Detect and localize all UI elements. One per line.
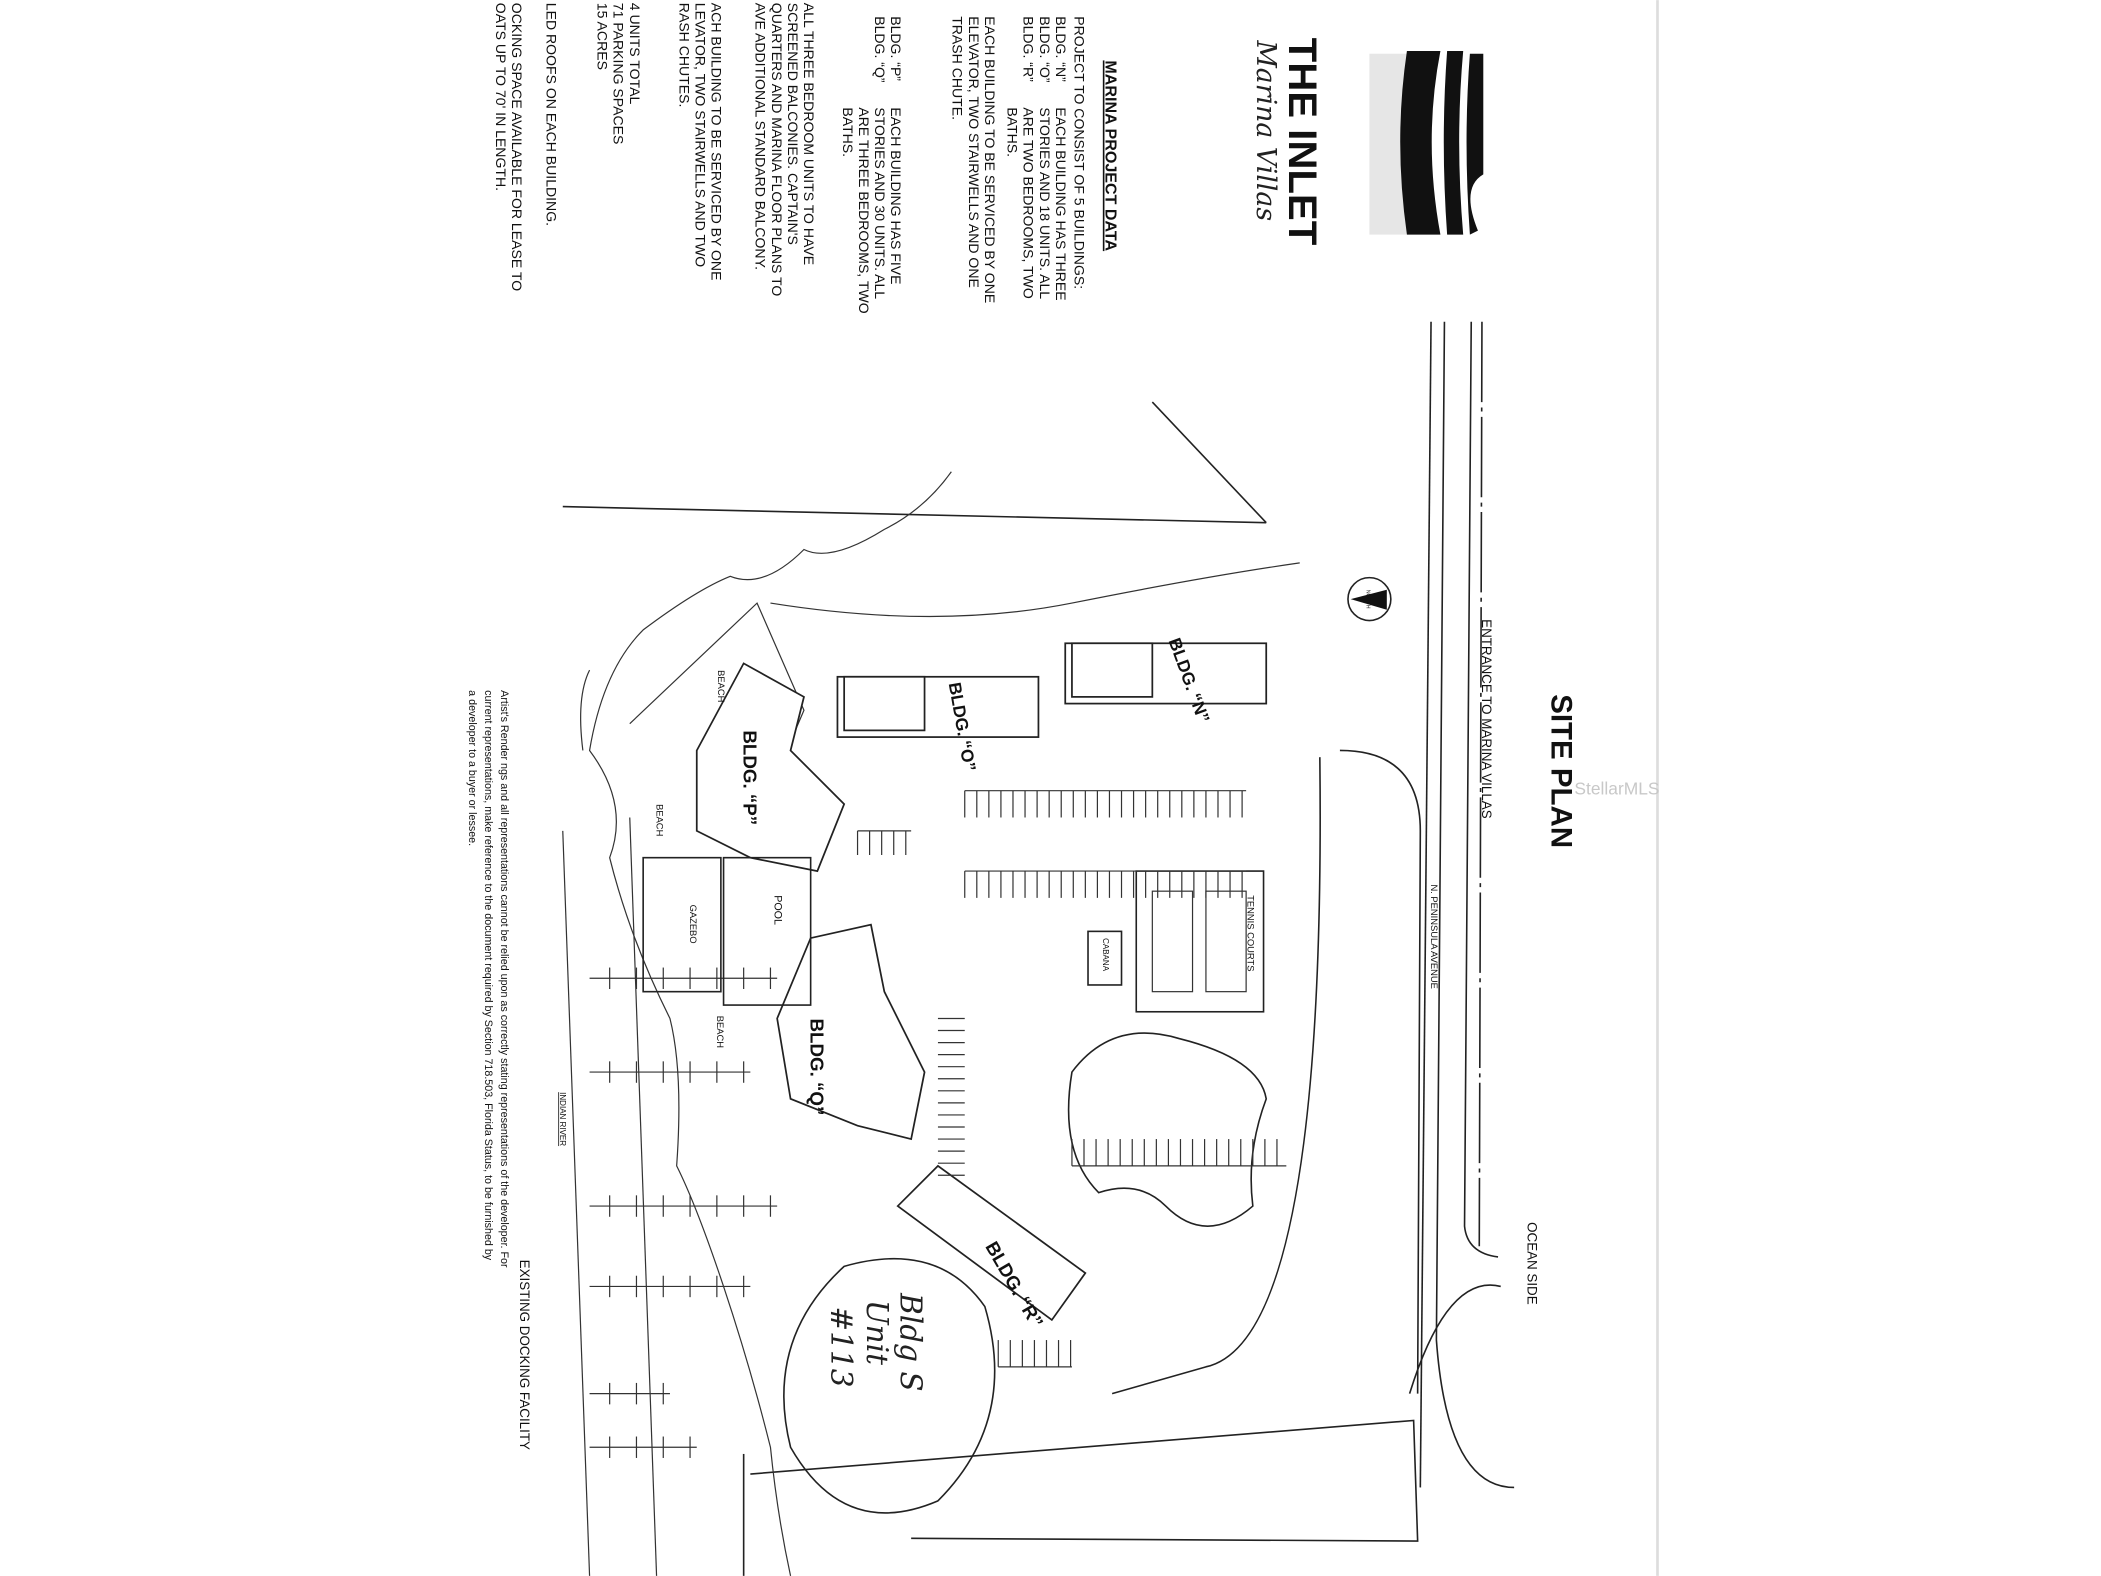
disclaimer-line: a developer to a buyer or lessee.	[466, 690, 478, 846]
bldg-label: BLDG. “N”	[1053, 16, 1069, 82]
handwritten-note: Bldg S Unit #113	[783, 1257, 996, 1514]
docking-line: OATS UP TO 70' IN LENGTH.	[493, 3, 509, 191]
service-line: TRASH CHUTE.	[950, 16, 966, 120]
project-intro: PROJECT TO CONSIST OF 5 BUILDINGS:	[1072, 16, 1088, 289]
bldg-desc: EACH BUILDING HAS FIVE	[888, 107, 904, 284]
service-line: ELEVATOR, TWO STAIRWELLS AND ONE	[966, 16, 982, 288]
building-p: BLDG. “P”	[695, 662, 846, 873]
handwritten-line: Bldg S	[893, 1292, 927, 1391]
logo-title: THE INLET	[1280, 38, 1325, 246]
project-data: MARINA PROJECT DATA PROJECT TO CONSIST O…	[493, 3, 1120, 314]
balcony-line: QUARTERS AND MARINA FLOOR PLANS TO	[769, 3, 785, 297]
building-n: BLDG. “N”	[1064, 635, 1268, 726]
dock-walkway	[629, 817, 658, 1576]
roofs-line: LED ROOFS ON EACH BUILDING.	[544, 3, 560, 226]
bldg-desc: ARE THREE BEDROOMS, TWO	[856, 107, 872, 313]
buildings: BLDG. “N” BLDG. “O” BLDG. “P” BLDG. “Q” …	[695, 635, 1268, 1331]
beach-label: BEACH	[715, 1016, 725, 1048]
service-line: EACH BUILDING TO BE SERVICED BY ONE	[982, 16, 998, 303]
dock-walkway	[562, 830, 591, 1576]
gazebo-label: GAZEBO	[688, 905, 698, 944]
bldg-label: BLDG. “P”	[888, 16, 904, 81]
bldg-label: BLDG. “R”	[1021, 16, 1037, 82]
bldg-label: BLDG. “Q”	[872, 16, 888, 83]
disclaimer: Artist's Render ngs and all representati…	[466, 690, 510, 1268]
balcony-line: SCREENED BALCONIES. CAPTAIN'S	[785, 3, 801, 245]
totals-line: 4 UNITS TOTAL	[627, 3, 643, 105]
roads	[562, 321, 1515, 1576]
disclaimer-line: current representations, make reference …	[482, 690, 494, 1261]
pool-deck	[722, 856, 812, 1006]
bldg-desc: ARE TWO BEDROOMS, TWO	[1021, 107, 1037, 299]
building-q-label: BLDG. “Q”	[807, 1018, 828, 1115]
handwritten-line: #113	[824, 1307, 858, 1388]
bldg-desc: EACH BUILDING HAS THREE	[1053, 107, 1069, 300]
balcony-line: ALL THREE BEDROOM UNITS TO HAVE	[801, 3, 817, 265]
balcony-line: AVE ADDITIONAL STANDARD BALCONY.	[753, 3, 769, 270]
docking-facility-label: EXISTING DOCKING FACILITY	[517, 1260, 532, 1450]
building-q: BLDG. “Q”	[776, 923, 926, 1141]
totals-line: 71 PARKING SPACES	[611, 3, 627, 145]
cabana-label: CABANA	[1101, 938, 1110, 972]
bldg-label: BLDG. “O”	[1037, 16, 1053, 83]
ocean-side-label: OCEAN SIDE	[1525, 1222, 1540, 1305]
service-line: RASH CHUTES.	[676, 3, 692, 108]
watermark: StellarMLS	[1574, 779, 1659, 799]
building-o: BLDG. “O”	[836, 675, 1040, 773]
bldg-desc: STORIES AND 30 UNITS. ALL	[872, 107, 888, 299]
project-data-heading: MARINA PROJECT DATA	[1101, 60, 1119, 251]
logo-wave-mark-icon	[1369, 51, 1484, 235]
amenities: TENNIS COURTS CABANA POOL GAZEBO BEACH B…	[642, 670, 1265, 1048]
docking-line: OCKING SPACE AVAILABLE FOR LEASE TO	[509, 3, 525, 291]
cabana	[1087, 930, 1123, 986]
pond	[1067, 1032, 1268, 1227]
bldg-desc: STORIES AND 18 UNITS. ALL	[1037, 107, 1053, 299]
bldg-desc: BATHS.	[840, 107, 856, 157]
disclaimer-line: Artist's Render ngs and all representati…	[498, 690, 510, 1268]
north-arrow-icon: NORTH	[1347, 576, 1392, 622]
service-line: LEVATOR, TWO STAIRWELLS AND TWO	[692, 3, 708, 267]
bldg-desc: BATHS.	[1005, 107, 1021, 157]
entrance-label: ENTRANCE TO MARINA VILLAS	[1479, 619, 1494, 819]
logo-subtitle: Marina Villas	[1250, 39, 1281, 221]
river-label: INDIAN RIVER	[558, 1092, 567, 1146]
totals-line: 15 ACRES	[595, 3, 611, 70]
beach-label: BEACH	[655, 804, 665, 836]
service-line: ACH BUILDING TO BE SERVICED BY ONE	[708, 3, 724, 281]
beach-label: BEACH	[716, 670, 726, 702]
gazebo-deck	[642, 856, 722, 993]
site-plan-title: SITE PLAN	[1545, 694, 1578, 848]
logo: THE INLET Marina Villas	[1250, 38, 1484, 246]
handwritten-line: Unit	[860, 1300, 894, 1365]
tennis-courts-label: TENNIS COURTS	[1245, 895, 1255, 971]
docking-facility	[562, 817, 778, 1576]
pool-label: POOL	[771, 895, 783, 925]
north-label: NORTH	[1365, 590, 1371, 609]
parking-stalls	[856, 790, 1287, 1368]
building-p-label: BLDG. “P”	[740, 730, 761, 825]
avenue-label: N. PENINSULA AVENUE	[1429, 884, 1439, 988]
